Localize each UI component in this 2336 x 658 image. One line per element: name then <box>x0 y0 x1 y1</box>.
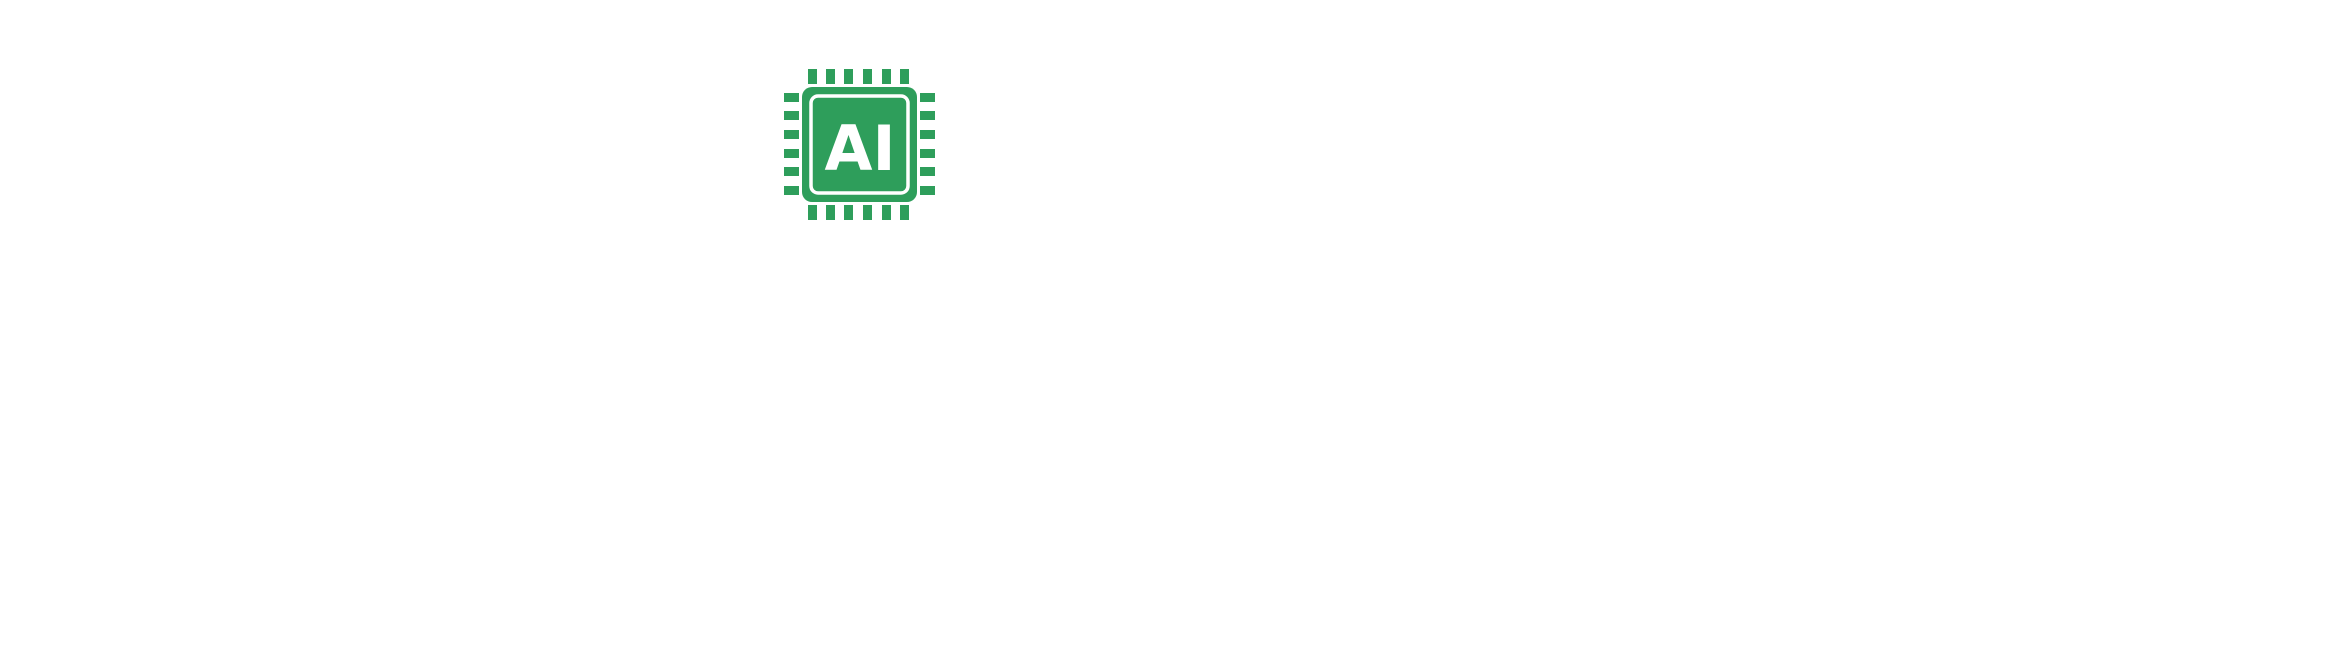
chip-pins-right <box>920 93 935 195</box>
chip-pin <box>808 205 817 220</box>
chip-pin <box>882 69 891 84</box>
chip-pin <box>826 69 835 84</box>
chip-pin <box>808 69 817 84</box>
chip-pins-top <box>808 69 909 84</box>
chip-pin <box>784 167 799 176</box>
chip-body <box>802 87 917 202</box>
chip-pins-bottom <box>808 205 909 220</box>
chip-pin <box>784 93 799 102</box>
chip-pin <box>900 69 909 84</box>
chip-pin <box>844 205 853 220</box>
chip-pin <box>784 111 799 120</box>
chip-pin <box>784 186 799 195</box>
chip-pin <box>920 111 935 120</box>
chip-pin <box>784 130 799 139</box>
chip-pins-left <box>784 93 799 195</box>
chip-pin <box>863 69 872 84</box>
chip-pin <box>920 149 935 158</box>
chip-pin <box>920 167 935 176</box>
chip-pin <box>920 186 935 195</box>
ai-chip-icon: AI <box>784 69 935 220</box>
chip-pin <box>844 69 853 84</box>
chip-pin <box>882 205 891 220</box>
ai-chip-logo: AI <box>780 62 940 222</box>
chip-inner-border <box>809 94 910 195</box>
chip-label: AI <box>824 112 895 185</box>
chip-pin <box>826 205 835 220</box>
chip-pin <box>863 205 872 220</box>
chip-pin <box>920 93 935 102</box>
chip-pin <box>784 149 799 158</box>
chip-pin <box>920 130 935 139</box>
chip-pin <box>900 205 909 220</box>
